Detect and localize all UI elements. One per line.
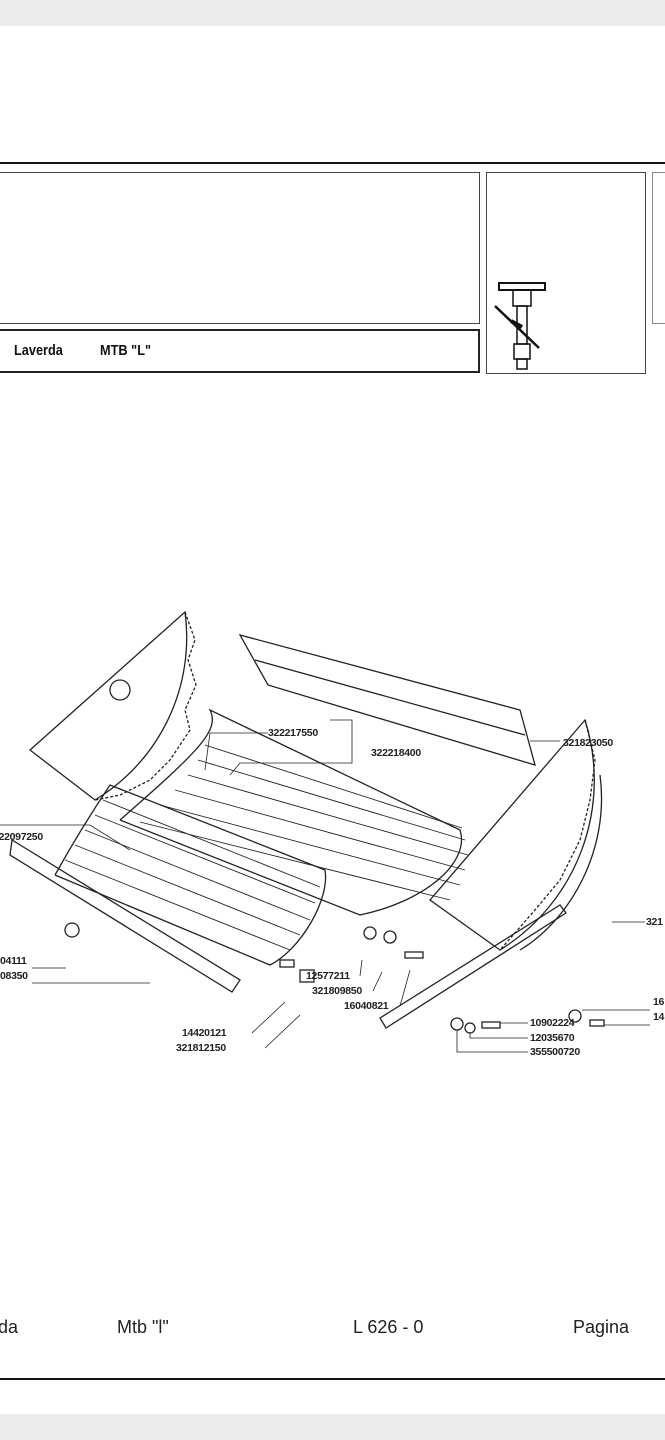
part-number-label: 322097250 — [0, 831, 43, 843]
part-number-label: 14 — [653, 1011, 665, 1023]
tool-icon-box — [486, 172, 646, 374]
footer-rule — [0, 1378, 665, 1380]
part-number-label: 04111 — [0, 955, 27, 967]
front-sieve — [54, 784, 327, 966]
footer-brand: da — [0, 1317, 19, 1337]
header-title-box: Laverda MTB "L" — [0, 329, 480, 373]
cross-rod — [379, 904, 567, 1029]
part-number-label: 16040821 — [344, 1000, 389, 1012]
model-title: MTB "L" — [100, 342, 152, 359]
part-number-label: 08350 — [0, 970, 28, 982]
rear-sieve — [119, 708, 463, 916]
footer-model: Mtb "l" — [117, 1317, 169, 1337]
part-number-label: 321 — [646, 916, 663, 928]
part-number-label: 16 — [653, 996, 665, 1008]
top-plate — [238, 633, 536, 766]
side-box — [652, 172, 665, 324]
header-top-rule — [0, 162, 665, 164]
sieve-adjustment-tool-icon — [494, 282, 546, 370]
brand-title: Laverda — [14, 342, 63, 359]
footer-code: L 626 - 0 — [353, 1317, 424, 1337]
right-sector-gear — [429, 718, 595, 951]
part-number-label: 322218400 — [371, 747, 421, 759]
part-number-label: 321823050 — [563, 737, 613, 749]
front-bar — [9, 838, 241, 993]
footer-page-label: Pagina — [573, 1317, 630, 1337]
part-number-label: 12577211 — [306, 970, 350, 982]
part-number-label: 12035670 — [530, 1032, 575, 1044]
part-number-label: 10902224 — [530, 1017, 575, 1029]
curved-arm — [519, 774, 603, 951]
exploded-parts-diagram — [0, 610, 650, 1053]
part-number-label: 321812150 — [176, 1042, 226, 1054]
part-number-label: 14420121 — [182, 1027, 227, 1039]
left-sector-gear — [28, 610, 188, 801]
header-info-box — [0, 172, 480, 324]
part-number-label: 321809850 — [312, 985, 362, 997]
part-number-label: 322217550 — [268, 727, 318, 739]
part-number-label: 355500720 — [530, 1046, 580, 1058]
